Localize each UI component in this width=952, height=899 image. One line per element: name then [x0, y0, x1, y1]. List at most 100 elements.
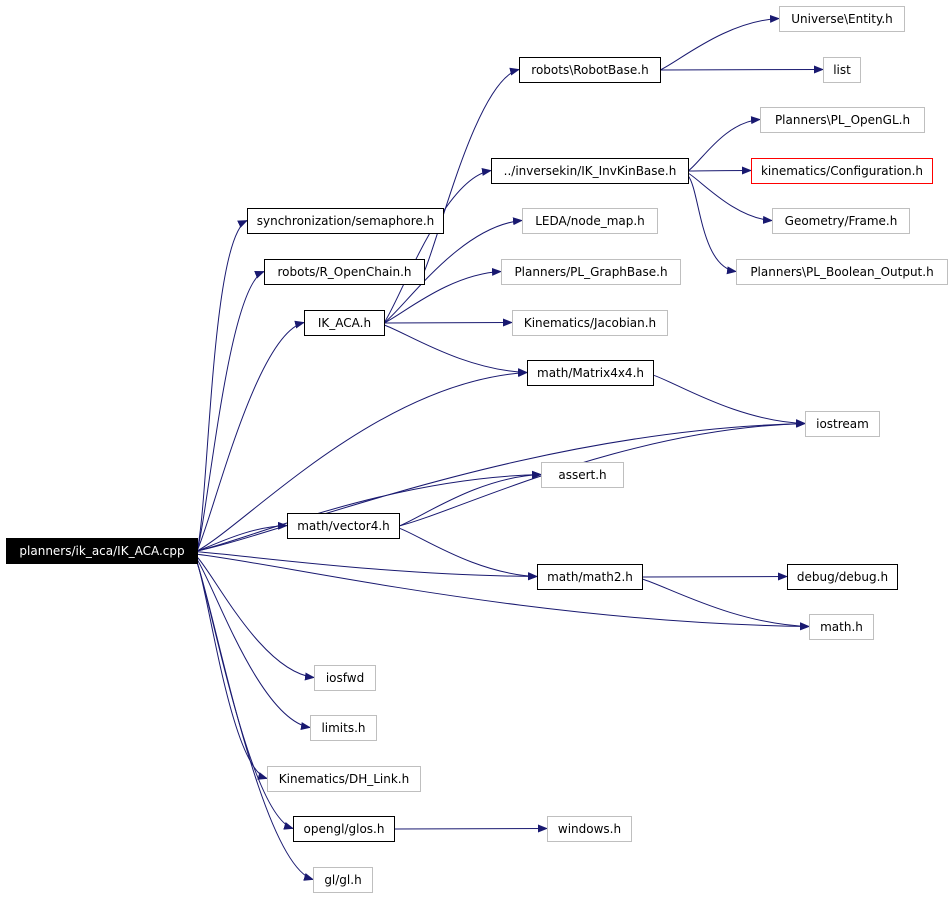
- edge-invkinbase-to-frame: [687, 172, 773, 224]
- edge-root-to-math_h: [196, 553, 810, 631]
- node-label: assert.h: [558, 468, 606, 482]
- node-dh_link: Kinematics/DH_Link.h: [267, 766, 421, 792]
- edges: [196, 14, 824, 881]
- node-label: gl/gl.h: [324, 873, 361, 887]
- node-box: [491, 158, 689, 184]
- node-robotbase[interactable]: robots\RobotBase.h: [519, 57, 661, 83]
- edge-root-to-r_openchain: [196, 271, 265, 552]
- node-box: [779, 6, 905, 32]
- node-box: [304, 310, 385, 336]
- node-matrix4x4[interactable]: math/Matrix4x4.h: [527, 360, 654, 386]
- edge-glos-to-windows: [393, 824, 548, 833]
- node-iosfwd: iosfwd: [314, 665, 376, 691]
- node-math_h: math.h: [809, 614, 874, 640]
- node-label: list: [833, 63, 851, 77]
- node-box: [287, 513, 400, 539]
- edge-root-to-assert: [196, 470, 542, 552]
- node-label: Kinematics/Jacobian.h: [524, 316, 656, 330]
- node-ik_aca[interactable]: IK_ACA.h: [304, 310, 385, 336]
- edge-ik_aca-to-pl_graphbase: [383, 267, 502, 324]
- node-label: planners/ik_aca/IK_ACA.cpp: [19, 544, 184, 558]
- node-label: Universe\Entity.h: [791, 12, 893, 26]
- node-box: [247, 208, 444, 234]
- node-semaphore[interactable]: synchronization/semaphore.h: [247, 208, 444, 234]
- node-box: [293, 816, 395, 842]
- node-jacobian: Kinematics/Jacobian.h: [512, 310, 668, 336]
- node-label: debug/debug.h: [797, 570, 888, 584]
- edge-ik_aca-to-jacobian: [383, 318, 513, 327]
- edge-robotbase-to-list: [659, 65, 824, 74]
- node-pl_opengl: Planners\PL_OpenGL.h: [760, 107, 925, 133]
- node-box: [805, 411, 880, 437]
- edge-root-to-iosfwd: [196, 556, 315, 681]
- edge-root-to-semaphore: [196, 220, 248, 552]
- node-label: limits.h: [321, 721, 365, 735]
- node-invkinbase[interactable]: ../inversekin/IK_InvKinBase.h: [491, 158, 689, 184]
- node-box: [267, 766, 421, 792]
- node-box: [547, 816, 632, 842]
- edge-vector4-to-assert: [398, 470, 542, 527]
- node-box: [537, 564, 643, 590]
- node-box: [501, 259, 681, 285]
- node-r_openchain[interactable]: robots/R_OpenChain.h: [264, 259, 425, 285]
- node-assert: assert.h: [541, 462, 624, 488]
- node-pl_graphbase: Planners/PL_GraphBase.h: [501, 259, 681, 285]
- edge-invkinbase-to-configuration: [687, 166, 752, 175]
- node-frame: Geometry/Frame.h: [772, 208, 910, 234]
- node-box: [751, 158, 933, 184]
- node-universe_entity: Universe\Entity.h: [779, 6, 905, 32]
- node-debug[interactable]: debug/debug.h: [787, 564, 898, 590]
- node-box: [313, 867, 373, 893]
- edge-root-to-limits: [196, 559, 311, 730]
- edge-robotbase-to-universe_entity: [659, 14, 780, 71]
- node-configuration: kinematics/Configuration.h: [751, 158, 933, 184]
- nodes: planners/ik_aca/IK_ACA.cpp Universe\Entit…: [6, 6, 948, 893]
- edge-root-to-dh_link: [196, 561, 268, 780]
- node-label: Kinematics/DH_Link.h: [279, 772, 409, 786]
- node-math2[interactable]: math/math2.h: [537, 564, 643, 590]
- node-root[interactable]: planners/ik_aca/IK_ACA.cpp: [6, 538, 198, 564]
- node-glos[interactable]: opengl/glos.h: [293, 816, 395, 842]
- node-node_map: LEDA/node_map.h: [522, 208, 658, 234]
- edge-r_openchain-to-robotbase: [423, 67, 520, 273]
- edge-vector4-to-math2: [398, 527, 538, 581]
- node-label: Geometry/Frame.h: [785, 214, 898, 228]
- node-label: robots\RobotBase.h: [531, 63, 648, 77]
- node-vector4[interactable]: math/vector4.h: [287, 513, 400, 539]
- edge-ik_aca-to-node_map: [383, 217, 523, 324]
- node-label: synchronization/semaphore.h: [257, 214, 435, 228]
- node-label: Planners\PL_Boolean_Output.h: [750, 265, 933, 279]
- node-box: [787, 564, 898, 590]
- node-label: iostream: [816, 417, 869, 431]
- node-label: kinematics/Configuration.h: [761, 164, 923, 178]
- edge-root-to-ik_aca: [196, 320, 305, 552]
- node-box: [314, 665, 376, 691]
- edge-ik_aca-to-invkinbase: [383, 167, 492, 324]
- node-label: math.h: [820, 620, 863, 634]
- node-label: windows.h: [558, 822, 621, 836]
- node-label: math/Matrix4x4.h: [537, 366, 644, 380]
- node-box: [522, 208, 658, 234]
- node-iostream: iostream: [805, 411, 880, 437]
- node-limits: limits.h: [310, 715, 377, 741]
- node-box: [512, 310, 668, 336]
- node-box: [541, 462, 624, 488]
- node-windows: windows.h: [547, 816, 632, 842]
- edge-root-to-gl_gl: [196, 562, 314, 881]
- edge-matrix4x4-to-iostream: [652, 374, 806, 428]
- edge-root-to-matrix4x4: [196, 369, 528, 552]
- node-label: Planners/PL_GraphBase.h: [514, 265, 667, 279]
- node-label: opengl/glos.h: [304, 822, 385, 836]
- edge-root-to-math2: [196, 551, 538, 581]
- node-label: LEDA/node_map.h: [535, 214, 645, 228]
- node-box: [809, 614, 874, 640]
- edge-root-to-iostream: [196, 419, 806, 552]
- node-box: [264, 259, 425, 285]
- node-label: Planners\PL_OpenGL.h: [775, 113, 910, 127]
- edge-invkinbase-to-pl_boolean: [687, 175, 737, 275]
- node-list: list: [823, 57, 861, 83]
- node-box: [823, 57, 861, 83]
- node-label: ../inversekin/IK_InvKinBase.h: [504, 164, 677, 178]
- node-gl_gl: gl/gl.h: [313, 867, 373, 893]
